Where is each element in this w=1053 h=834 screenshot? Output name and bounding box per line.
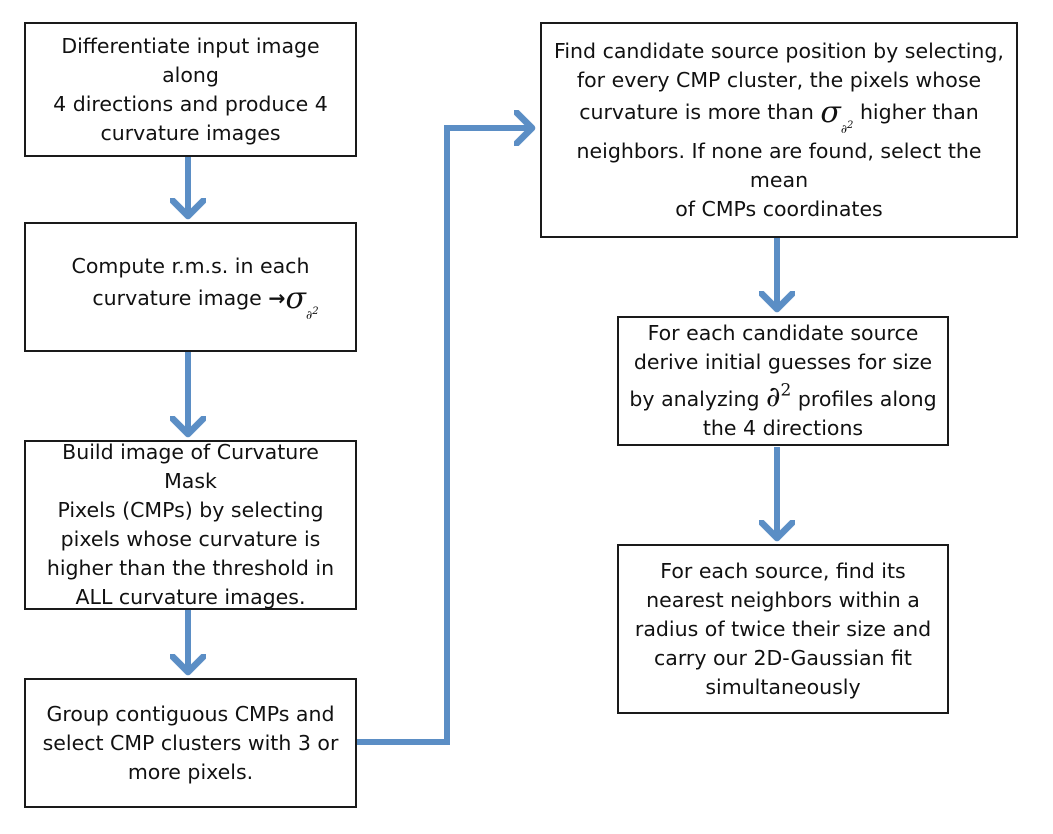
partial-derivative-symbol: ∂2 — [766, 380, 792, 414]
step-text-line: For each candidate source — [647, 320, 919, 345]
step-box-find-candidate: Find candidate source position by select… — [540, 22, 1018, 238]
step-box-compute-rms: Compute r.m.s. in each curvature image →… — [24, 222, 357, 352]
step-text-line: ALL curvature images. — [75, 585, 306, 609]
step-box-group-cmps: Group contiguous CMPs and select CMP clu… — [24, 678, 357, 808]
sigma-symbol: σ∂2 — [820, 94, 854, 136]
step-box-build-cmp-image: Build image of Curvature Mask Pixels (CM… — [24, 440, 357, 610]
step-box-initial-guesses: For each candidate source derive initial… — [617, 316, 949, 446]
step-text-line: radius of twice their size and — [634, 616, 932, 641]
step-text-line: derive initial guesses for size — [633, 349, 933, 374]
step-text-line: curvature images — [100, 120, 281, 145]
step-box-differentiate: Differentiate input image along 4 direct… — [24, 22, 357, 157]
step-text-line: pixels whose curvature is — [60, 527, 321, 551]
step-text-line: for every CMP cluster, the pixels whose — [576, 67, 982, 92]
sigma-symbol: σ∂2 — [285, 280, 319, 322]
step-text-line: Compute r.m.s. in each — [71, 253, 310, 278]
step-text-line: For each source, find its — [660, 558, 906, 583]
step-text-line: nearest neighbors within a — [646, 587, 920, 612]
step-text-line: of CMPs coordinates — [675, 196, 883, 221]
step-text-line: neighbors. If none are found, select the… — [576, 138, 982, 192]
step-text-line: Pixels (CMPs) by selecting — [57, 498, 324, 522]
step-text-line: simultaneously — [705, 674, 861, 699]
step-text-line-with-symbol: curvature image →σ∂2 — [62, 283, 318, 322]
step-box-gaussian-fit: For each source, find its nearest neighb… — [617, 544, 949, 714]
step-text-line: Build image of Curvature Mask — [62, 440, 319, 493]
step-text-line-with-symbol: curvature is more than σ∂2 higher than — [579, 94, 979, 136]
step-text-line: the 4 directions — [702, 416, 864, 441]
step-text-line: select CMP clusters with 3 or — [42, 730, 339, 755]
step-text-line: 4 directions and produce 4 — [53, 91, 328, 116]
step-text-line: Group contiguous CMPs and — [46, 701, 335, 726]
step-text-line: higher than the threshold in — [46, 556, 335, 580]
step-text-line: Find candidate source position by select… — [554, 38, 1004, 63]
step-text-line: carry our 2D-Gaussian fit — [654, 645, 912, 670]
step-text-line: Differentiate input image along — [61, 33, 320, 87]
right-arrow-symbol: → — [268, 285, 286, 310]
step-text-line: more pixels. — [127, 759, 254, 784]
arrow-b4-b5 — [357, 128, 532, 745]
step-text-line-with-symbol: by analyzing ∂2 profiles along — [629, 380, 937, 414]
step-text-fragment: curvature image — [92, 285, 269, 310]
